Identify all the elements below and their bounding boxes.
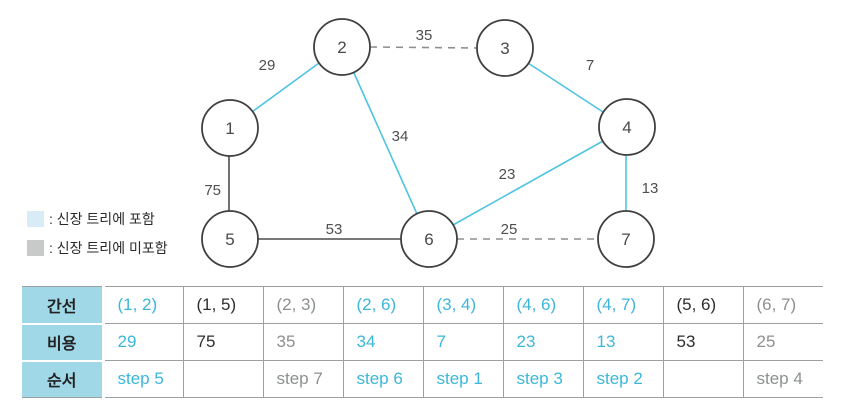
step-cell-2-6: step 6 [342,360,424,398]
cost-cell-4-6: 23 [502,323,584,361]
node-2-label: 2 [337,38,346,57]
row-header-edge: 간선 [22,286,105,325]
node-4-label: 4 [622,118,631,137]
edge-3-4: 7 [527,57,604,113]
node-3: 3 [476,19,534,77]
edge-cell-2-3: (2, 3) [262,286,344,324]
node-5: 5 [201,210,259,268]
row-header-step: 순서 [22,359,105,398]
legend-included-label: : 신장 트리에 포함 [49,211,155,227]
step-cell-2-3: step 7 [262,360,344,398]
edge-4-6: 23 [452,140,604,226]
node-6: 6 [400,210,458,268]
node-1-label: 1 [225,119,234,138]
edge-cell-6-7: (6, 7) [742,286,823,324]
edge-weight-2-3: 35 [416,27,433,44]
step-cell-5-6 [662,360,744,398]
table-row-steps: 순서 step 5 step 7 step 6 step 1 step 3 st… [22,359,823,398]
edge-weight-1-5: 75 [204,182,221,199]
edge-cell-4-7: (4, 7) [582,286,664,324]
cost-cell-3-4: 7 [422,323,504,361]
graph-canvas: 29 35 7 34 75 23 13 53 [201,18,659,268]
node-4: 4 [598,98,656,156]
cost-cell-1-2: 29 [102,323,184,361]
edge-weight-1-2: 29 [259,57,276,74]
cost-cell-2-6: 34 [342,323,424,361]
node-7: 7 [597,210,655,268]
edge-weight-4-6: 23 [499,166,516,183]
edge-cell-1-5: (1, 5) [182,286,264,324]
edge-weight-6-7: 25 [501,221,518,238]
legend-swatch-excluded-icon [27,240,44,256]
legend-item-included: : 신장 트리에 포함 [27,209,168,229]
edge-cell-1-2: (1, 2) [102,286,184,324]
edge-6-7: 25 [457,221,598,240]
cost-cell-6-7: 25 [742,323,823,361]
cost-cell-2-3: 35 [262,323,344,361]
node-1: 1 [201,99,259,157]
edge-1-5: 75 [204,156,230,211]
legend-swatch-included-icon [27,211,44,227]
edge-weight-3-4: 7 [586,57,594,74]
edge-5-6: 53 [258,221,401,240]
step-cell-4-6: step 3 [502,360,584,398]
step-cell-6-7: step 4 [742,360,823,398]
node-2: 2 [313,18,371,76]
step-cell-1-5 [182,360,264,398]
edge-1-2: 29 [251,57,320,113]
edge-cell-2-6: (2, 6) [342,286,424,324]
step-cell-4-7: step 2 [582,360,664,398]
edge-2-3: 35 [369,27,478,49]
cost-cell-4-7: 13 [582,323,664,361]
node-6-label: 6 [424,230,433,249]
cost-cell-1-5: 75 [182,323,264,361]
edge-2-6: 34 [353,72,418,215]
edge-4-7: 13 [625,155,659,211]
node-5-label: 5 [225,230,234,249]
table-row-costs: 비용 29 75 35 34 7 23 13 53 25 [22,322,823,362]
row-header-cost: 비용 [22,322,105,362]
legend: : 신장 트리에 포함 : 신장 트리에 미포함 [27,209,168,258]
step-cell-3-4: step 1 [422,360,504,398]
edge-cell-5-6: (5, 6) [662,286,744,324]
edge-cell-4-6: (4, 6) [502,286,584,324]
table-row-edges: 간선 (1, 2) (1, 5) (2, 3) (2, 6) (3, 4) (4… [22,286,823,325]
edge-table: 간선 (1, 2) (1, 5) (2, 3) (2, 6) (3, 4) (4… [22,286,823,398]
legend-excluded-label: : 신장 트리에 미포함 [49,240,168,256]
node-7-label: 7 [621,230,630,249]
edge-cell-3-4: (3, 4) [422,286,504,324]
edge-weight-2-6: 34 [392,128,409,145]
legend-item-excluded: : 신장 트리에 미포함 [27,238,168,258]
cost-cell-5-6: 53 [662,323,744,361]
node-3-label: 3 [500,39,509,58]
step-cell-1-2: step 5 [102,360,184,398]
edge-weight-4-7: 13 [642,180,659,197]
edge-weight-5-6: 53 [326,221,343,238]
